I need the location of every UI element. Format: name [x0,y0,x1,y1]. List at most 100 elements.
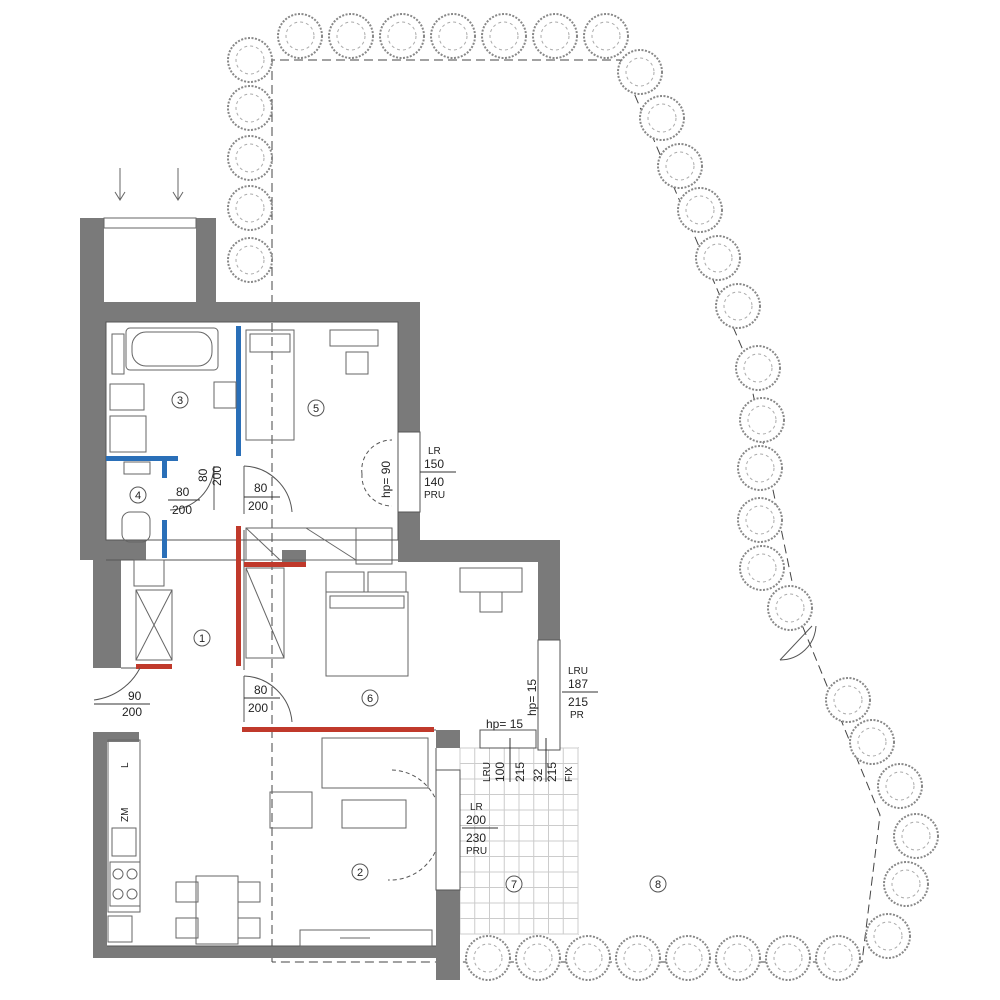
tree-icon [893,813,939,859]
tree-icon [865,913,911,959]
tree-icon [639,95,685,141]
svg-text:PR: PR [570,710,584,721]
tree-icon [565,935,611,981]
tree-crown [647,103,677,133]
tree-crown [833,685,863,715]
tree-crown [235,143,265,173]
tree-crown [857,727,887,757]
tree-icon [877,763,923,809]
svg-text:PRU: PRU [424,490,445,501]
tree-icon [328,13,374,59]
tree-icon [227,85,273,131]
freezer-label: ZM [120,808,131,822]
tree-crown [745,453,775,483]
garden-boundary [271,59,881,963]
tree-icon [665,935,711,981]
tree-crown [285,21,315,51]
room-labels: 1 2 3 4 5 6 7 8 [129,391,667,893]
svg-text:230: 230 [466,831,486,845]
tree-icon [379,13,425,59]
window-label-room6: LRU 187 215 PR hp= 15 [525,666,598,721]
svg-text:hp= 15: hp= 15 [486,717,523,731]
tree-icon [765,935,811,981]
svg-text:200: 200 [248,701,268,715]
fridge-label: L [120,762,131,768]
window-label-room5: LR 150 140 PRU hp= 90 [379,446,456,501]
tree-crown [438,21,468,51]
svg-text:200: 200 [466,813,486,827]
svg-text:140: 140 [424,475,444,489]
tree-icon [227,135,273,181]
tree-icon [227,185,273,231]
room-3-label: 3 [171,391,189,409]
svg-text:200: 200 [210,466,224,486]
room-6-label: 6 [361,689,379,707]
window-label-corner: hp= 15 LRU 100 215 32 215 FIX [482,717,575,782]
tree-icon [515,935,561,981]
room-4-label: 4 [129,486,147,504]
tree-icon [677,187,723,233]
tree-crown [623,943,653,973]
svg-text:80: 80 [254,481,268,495]
svg-text:80: 80 [254,683,268,697]
tree-crown [685,195,715,225]
tree-crown [703,243,733,273]
door-label-bedroom6: 80 200 [244,683,280,715]
svg-text:80: 80 [196,468,210,482]
room-number: 5 [313,403,319,415]
tree-crown [901,821,931,851]
tree-icon [849,719,895,765]
svg-text:215: 215 [568,695,588,709]
tree-icon [715,935,761,981]
fixtures [107,327,523,947]
tree-icon [695,235,741,281]
room-5-label: 5 [307,399,325,417]
terrace-tiles [459,747,579,935]
partition-walls [106,326,434,732]
room-number: 3 [177,395,183,407]
tree-icon [767,585,813,631]
svg-text:215: 215 [545,762,559,782]
tree-icon [481,13,527,59]
tree-crown [747,405,777,435]
room-8-label: 8 [649,875,667,893]
svg-text:200: 200 [248,499,268,513]
room-1-label: 1 [193,629,211,647]
room-number: 8 [655,879,661,891]
tree-crown [235,45,265,75]
door-label-entrance: 90 200 [94,689,150,719]
tree-crown [336,21,366,51]
svg-text:LRU: LRU [568,666,588,677]
svg-text:187: 187 [568,677,588,691]
door-label-wc: 80 200 [168,485,200,517]
door-label-bath: 80 200 [196,466,224,486]
tree-icon [737,497,783,543]
svg-text:FIX: FIX [564,766,575,782]
tree-crown [823,943,853,973]
tree-crown [235,245,265,275]
tree-icon [739,545,785,591]
room-number: 6 [367,693,373,705]
windows [397,431,561,891]
tree-icon [825,677,871,723]
tree-crown [573,943,603,973]
room-number: 1 [199,633,205,645]
svg-text:hp= 90: hp= 90 [379,461,393,498]
tree-icon [583,13,629,59]
room-2-label: 2 [351,863,369,881]
room-number: 2 [357,867,363,879]
tree-icon [617,49,663,95]
room-7-label: 7 [505,875,523,893]
tree-icon [737,445,783,491]
svg-text:215: 215 [513,762,527,782]
tree-icon [430,13,476,59]
tree-crown [743,353,773,383]
tree-icon [532,13,578,59]
tree-icon [815,935,861,981]
svg-text:LR: LR [428,446,441,457]
tree-icon [465,935,511,981]
svg-text:PRU: PRU [466,846,487,857]
tree-crown [665,151,695,181]
window-label-living: LR 200 230 PRU [462,802,498,857]
